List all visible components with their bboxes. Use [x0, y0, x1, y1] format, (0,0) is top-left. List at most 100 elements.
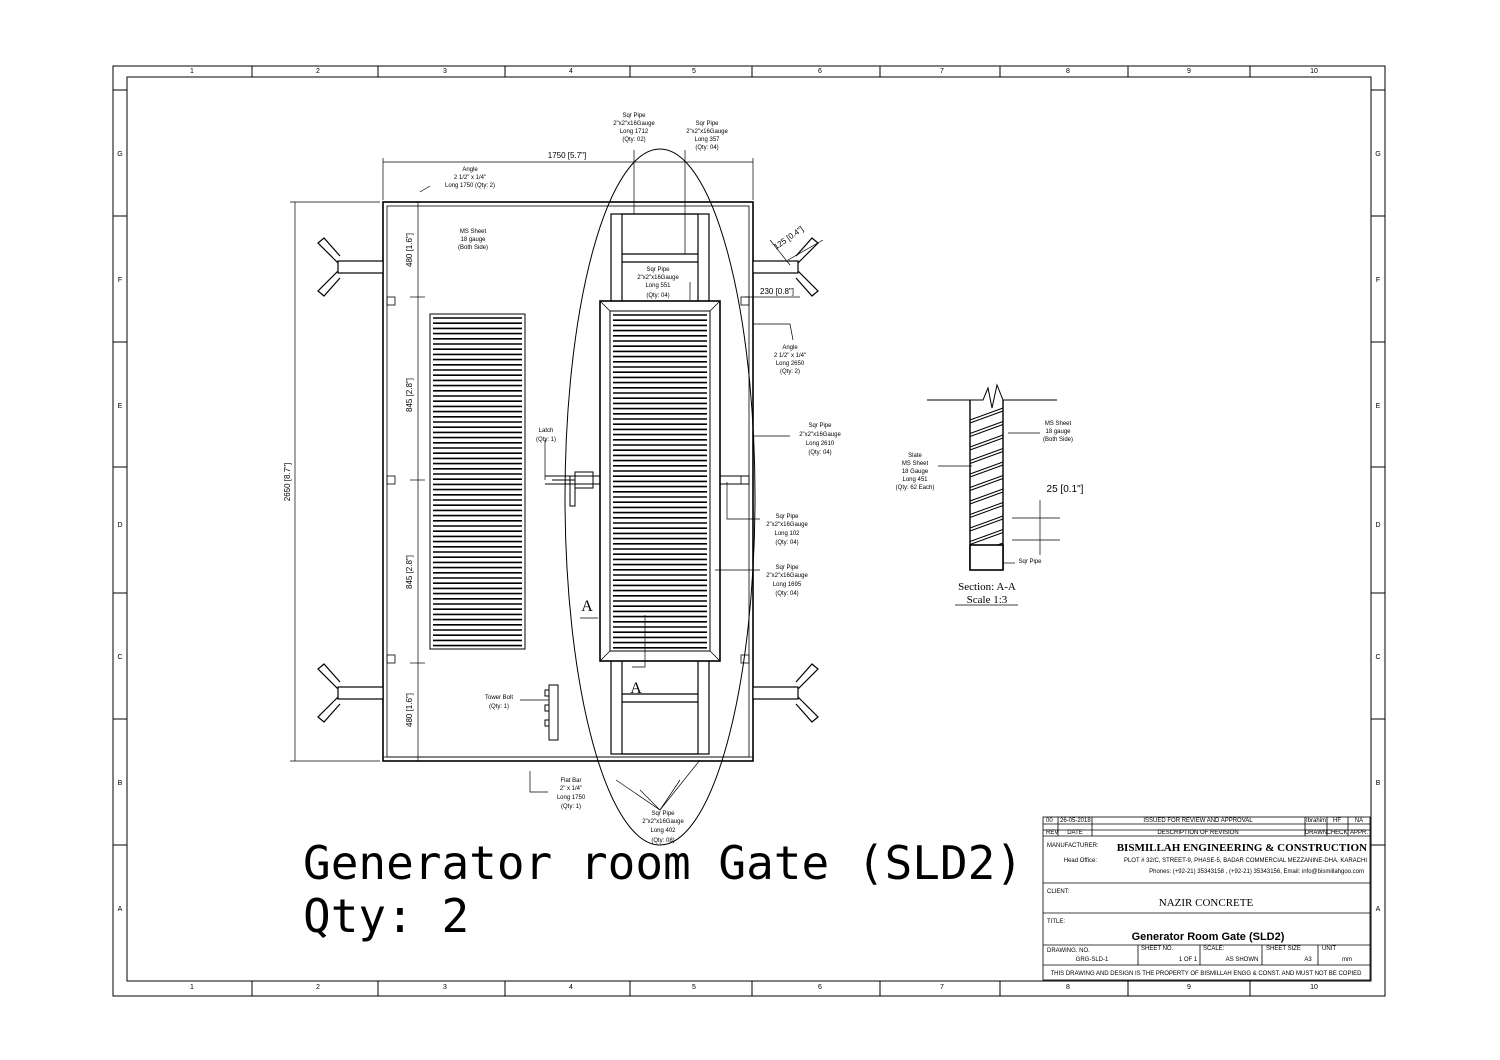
- drawing-title: Generator Room Gate (SLD2): [1132, 931, 1285, 943]
- svg-text:Long 1750 (Qty: 2): Long 1750 (Qty: 2): [445, 183, 495, 189]
- callout-tower-bolt: Tower Bolt (Qty: 1): [485, 695, 513, 710]
- callout-pipe-1695: Sqr Pipe 2"x2"x16Gauge Long 1695 (Qty: 0…: [766, 565, 808, 597]
- grid-col-label: 5: [692, 984, 696, 991]
- section-sqr-pipe: Sqr Pipe: [1018, 559, 1042, 565]
- client-name: NAZIR CONCRETE: [1159, 897, 1254, 909]
- rev-desc: ISSUED FOR REVIEW AND APPROVAL: [1143, 818, 1253, 824]
- tower-bolt: [544, 684, 559, 741]
- svg-text:Latch: Latch: [539, 428, 554, 434]
- dim-125: 125 [0.4"]: [772, 225, 805, 252]
- svg-text:SCALE:: SCALE:: [1203, 946, 1225, 952]
- grid-row-label: F: [1376, 277, 1380, 284]
- grid-col-label: 6: [818, 68, 822, 75]
- callout-ms-sheet: MS Sheet 18 gauge (Both Side): [458, 229, 488, 251]
- hinge-bracket-bottom-right: [752, 663, 819, 723]
- svg-text:Long 102: Long 102: [774, 531, 800, 537]
- grid-row-label: G: [117, 151, 122, 158]
- svg-text:TITLE:: TITLE:: [1047, 919, 1065, 925]
- latch: [552, 471, 594, 507]
- scale-value: AS SHOWN: [1226, 957, 1259, 963]
- drawing-big-title: Generator room Gate (SLD2) Qty: 2: [303, 836, 1023, 943]
- svg-text:Qty: 2: Qty: 2: [303, 889, 469, 943]
- section-marker-a1: A: [581, 598, 593, 615]
- grid-col-label: 6: [818, 984, 822, 991]
- section-marker-a2: A: [630, 680, 642, 697]
- grid-col-label: 8: [1066, 68, 1070, 75]
- svg-text:18 gauge: 18 gauge: [1045, 429, 1071, 435]
- unit-value: mm: [1342, 957, 1352, 963]
- dim-845-a: 845 [2.8"]: [405, 378, 414, 412]
- callout-pipe-551: Sqr Pipe 2"x2"x16Gauge Long 551 (Qty: 04…: [637, 267, 679, 299]
- svg-text:2"x2"x16Gauge: 2"x2"x16Gauge: [766, 573, 808, 579]
- section-a-a: [927, 383, 1060, 606]
- svg-text:(Qty: 04): (Qty: 04): [775, 540, 798, 546]
- svg-text:(Both Side): (Both Side): [458, 245, 488, 251]
- svg-text:Head Office:: Head Office:: [1064, 858, 1098, 864]
- callout-latch: Latch (Qty: 1): [536, 428, 556, 443]
- svg-text:MS Sheet: MS Sheet: [460, 229, 487, 235]
- callout-pipe-402: Sqr Pipe 2"x2"x16Gauge Long 402 (Qty: 08…: [642, 811, 684, 844]
- callout-pipe-1712: Sqr Pipe 2"x2"x16Gauge Long 1712 (Qty: 0…: [613, 113, 655, 143]
- svg-text:Sqr Pipe: Sqr Pipe: [775, 565, 799, 571]
- grid-col-label: 4: [569, 984, 573, 991]
- svg-text:UNIT: UNIT: [1322, 946, 1336, 952]
- svg-text:SHEET SIZE: SHEET SIZE: [1266, 946, 1301, 952]
- svg-text:APPR.: APPR.: [1350, 830, 1368, 836]
- svg-text:CHECK: CHECK: [1326, 830, 1347, 836]
- rev-appr: NA: [1355, 818, 1363, 824]
- rev-check: HF: [1333, 818, 1341, 824]
- callout-pipe-102: Sqr Pipe 2"x2"x16Gauge Long 102 (Qty: 04…: [766, 514, 808, 546]
- drawing-border: [112, 65, 1386, 997]
- grid-row-label: E: [1376, 403, 1381, 410]
- svg-text:SHEET NO.: SHEET NO.: [1141, 946, 1174, 952]
- hinge-bracket-top-right: [752, 237, 819, 297]
- sheet-number: 1 OF 1: [1179, 957, 1198, 963]
- callout-pipe-357: Sqr Pipe 2"x2"x16Gauge Long 357 (Qty: 04…: [686, 121, 728, 151]
- svg-text:Long 1712: Long 1712: [620, 129, 649, 135]
- grid-row-label: B: [118, 780, 123, 787]
- svg-text:2"x2"x16Gauge: 2"x2"x16Gauge: [613, 121, 655, 127]
- svg-text:Slate: Slate: [908, 453, 922, 459]
- svg-text:(Qty: 04): (Qty: 04): [775, 591, 798, 597]
- grid-row-label: D: [1375, 522, 1380, 529]
- svg-text:(Qty: 04): (Qty: 04): [646, 293, 669, 299]
- rev-drawn: Ibrahim: [1306, 818, 1326, 824]
- grid-row-label: C: [117, 654, 122, 661]
- phones: Phones: (+92-21) 35343158 , (+92-21) 353…: [1149, 869, 1364, 875]
- svg-text:DATE: DATE: [1067, 830, 1083, 836]
- svg-text:(Qty: 1): (Qty: 1): [536, 437, 556, 443]
- svg-text:(Qty: 08): (Qty: 08): [651, 838, 674, 844]
- dim-230: 230 [0.8"]: [760, 287, 794, 296]
- head-office-address: PLOT # 32/C, STREET-9, PHASE-5, BADAR CO…: [1124, 858, 1367, 864]
- svg-text:(Qty: 04): (Qty: 04): [808, 450, 831, 456]
- grid-row-label: F: [118, 277, 122, 284]
- section-slate-label: Slate MS Sheet 18 Gauge Long 451 (Qty: 6…: [896, 453, 935, 491]
- louver-slats-left: [433, 317, 522, 647]
- manufacturer-label: MANUFACTURER:: [1047, 843, 1099, 849]
- callout-flat-bar: Flat Bar 2" x 1/4" Long 1750 (Qty: 1): [557, 778, 586, 810]
- svg-text:2 1/2" x 1/4": 2 1/2" x 1/4": [774, 353, 806, 359]
- copyright-footer: THIS DRAWING AND DESIGN IS THE PROPERTY …: [1051, 971, 1363, 977]
- grid-col-label: 9: [1187, 68, 1191, 75]
- grid-row-label: G: [1375, 151, 1380, 158]
- dim-480-bottom: 480 [1.6"]: [405, 693, 414, 727]
- svg-text:18 gauge: 18 gauge: [460, 237, 486, 243]
- grid-row-label: E: [118, 403, 123, 410]
- svg-text:REV: REV: [1046, 830, 1058, 836]
- sheet-size: A3: [1304, 957, 1312, 963]
- svg-text:Flat Bar: Flat Bar: [560, 778, 581, 784]
- dim-845-b: 845 [2.8"]: [405, 555, 414, 589]
- svg-text:2"x2"x16Gauge: 2"x2"x16Gauge: [686, 129, 728, 135]
- title-block: [1042, 816, 1371, 981]
- callout-angle-side: Angle 2 1/2" x 1/4" Long 2650 (Qty: 2): [774, 345, 806, 375]
- door-leaf-outline: [564, 148, 756, 846]
- svg-text:2"x2"x16Gauge: 2"x2"x16Gauge: [637, 275, 679, 281]
- section-scale: Scale 1:3: [967, 594, 1008, 606]
- grid-col-label: 10: [1310, 984, 1318, 991]
- svg-text:Angle: Angle: [782, 345, 798, 351]
- callout-pipe-2610: Sqr Pipe 2"x2"x16Gauge Long 2610 (Qty: 0…: [799, 423, 841, 456]
- svg-text:2" x 1/4": 2" x 1/4": [560, 786, 582, 792]
- svg-text:(Qty: 02): (Qty: 02): [622, 137, 645, 143]
